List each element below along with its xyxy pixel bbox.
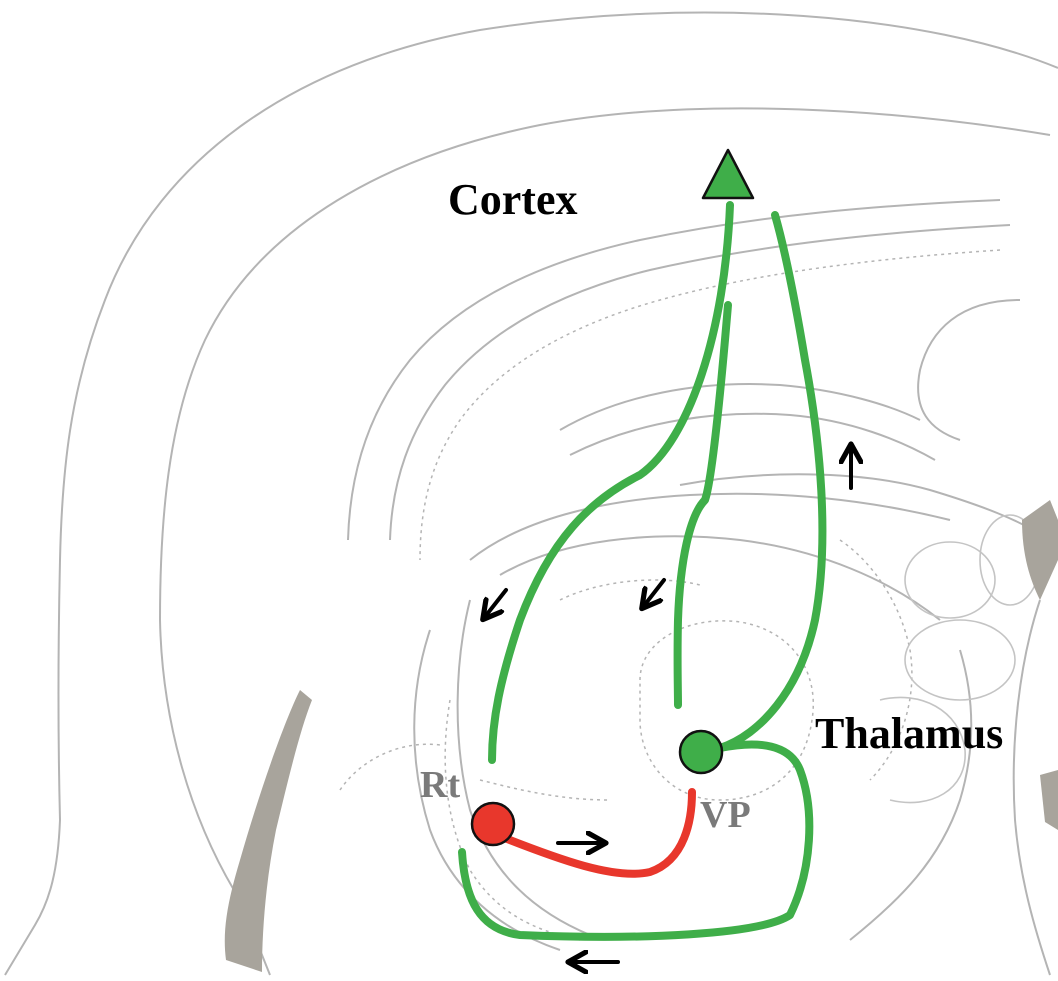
hippocampal-arc-1	[560, 384, 920, 430]
pathways	[462, 205, 822, 937]
vp-neuron	[680, 731, 722, 773]
thalamic-nucleus-a	[905, 542, 995, 618]
arrow-down-left-outer	[484, 590, 506, 618]
callosal-arc-3	[918, 300, 1020, 440]
vp-nucleus-border	[640, 621, 813, 800]
third-ventricle	[1022, 500, 1058, 600]
vp-label: VP	[700, 796, 751, 834]
arrow-down-left-inner	[643, 580, 664, 607]
cortical-surface-outer	[5, 13, 1058, 975]
thalamic-boundary	[500, 536, 940, 620]
thalamocortical-ascending-fiber	[720, 215, 822, 748]
internal-capsule-inner	[458, 600, 590, 935]
cortical-layer-dotted	[420, 250, 1000, 560]
rt-to-vp-inhibitory-path	[497, 792, 692, 874]
hippocampal-arc-2	[570, 414, 935, 460]
thalamus-label: Thalamus	[815, 712, 1003, 756]
cortex-label: Cortex	[448, 178, 578, 222]
thalamic-nucleus-b	[905, 620, 1015, 700]
fornix-line	[470, 494, 950, 560]
cortex-pyramidal-triangle	[703, 150, 753, 198]
rt-label: Rt	[420, 766, 460, 804]
brain-outline	[5, 13, 1058, 975]
thalamic-nuclei	[880, 515, 1040, 803]
hippocampal-arc-3	[680, 474, 1050, 540]
lateral-ventricle	[225, 690, 312, 972]
thalamic-dotted-1	[480, 780, 610, 800]
callosal-arc-1	[348, 200, 1000, 540]
small-ventricle	[1040, 770, 1058, 830]
nucleus-borders	[340, 250, 1000, 940]
rt-neuron	[472, 803, 514, 845]
